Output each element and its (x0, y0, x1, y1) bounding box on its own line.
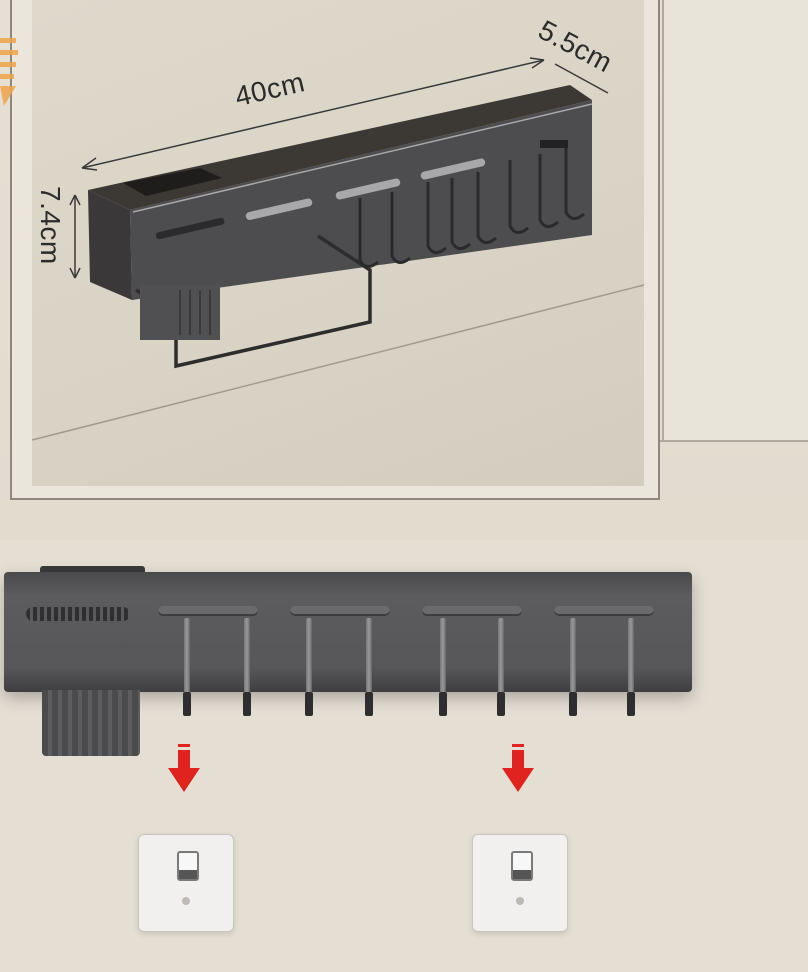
decorative-glyph-icon (0, 38, 18, 106)
hook-bar-3 (422, 606, 522, 616)
adhesive-mount-plate-2 (472, 834, 568, 932)
mount-tab (511, 851, 533, 881)
hook-bar-4 (554, 606, 654, 616)
mount-hole (516, 897, 524, 905)
mount-tab (177, 851, 199, 881)
hook-tip (305, 692, 313, 716)
hook-tip (365, 692, 373, 716)
hook (498, 618, 504, 714)
wall-seam-line (640, 440, 808, 442)
hook-tip (627, 692, 635, 716)
mount-hole (182, 897, 190, 905)
hook-bar-1 (158, 606, 258, 616)
rack-perspective-illustration (31, 57, 645, 441)
hook (628, 618, 634, 714)
hook-tip (243, 692, 251, 716)
arrow-down-icon (168, 744, 200, 792)
rack-top-cap (40, 566, 145, 576)
hook-tip (183, 692, 191, 716)
utensil-holder (42, 690, 140, 756)
wall-panel-right (662, 0, 808, 440)
hook (184, 618, 190, 714)
dimension-height-label: 7.4cm (35, 186, 66, 265)
arrow-down-icon (502, 744, 534, 792)
knife-slot (26, 607, 130, 621)
hook-bar-2 (290, 606, 390, 616)
hook (570, 618, 576, 714)
hook-tip (569, 692, 577, 716)
adhesive-mount-plate-1 (138, 834, 234, 932)
hook-tip (497, 692, 505, 716)
hook (244, 618, 250, 714)
hook (440, 618, 446, 714)
hook (306, 618, 312, 714)
rack-front-view (4, 572, 692, 692)
hook-tip (439, 692, 447, 716)
hook (366, 618, 372, 714)
